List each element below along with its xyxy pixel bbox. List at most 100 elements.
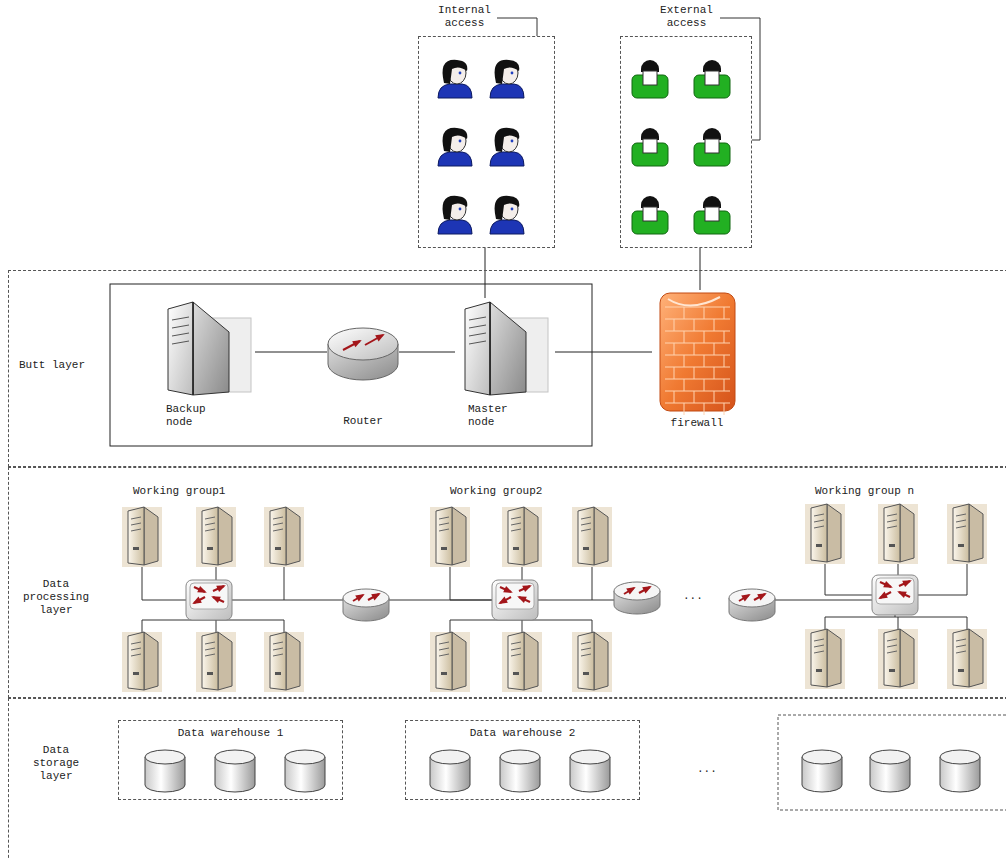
drive-bay	[956, 639, 966, 641]
router-icon	[729, 589, 775, 621]
drive-bay	[131, 654, 141, 656]
drive-bay	[172, 333, 189, 336]
tower-side	[490, 302, 526, 395]
user-head	[703, 60, 721, 72]
brick-line	[665, 379, 730, 380]
external-user-icon	[694, 128, 730, 166]
wire	[898, 617, 899, 629]
drive-bay	[439, 529, 449, 531]
layer-band: Data processing layerWorking group1Worki…	[8, 467, 1006, 698]
node-label: Data processing layer	[21, 578, 91, 617]
drive-bay	[511, 517, 521, 519]
server-icon	[805, 504, 845, 564]
user-body	[438, 152, 472, 166]
power-light	[583, 547, 589, 550]
wire	[522, 620, 523, 632]
server-front	[508, 632, 524, 690]
drive-bay	[205, 642, 215, 644]
switch-icon	[872, 575, 918, 615]
brick-joint	[704, 379, 705, 391]
server-front	[270, 632, 286, 690]
user-eye	[511, 140, 514, 143]
arrow-head	[517, 596, 527, 603]
server-tile	[947, 629, 987, 689]
server-front	[128, 507, 144, 565]
brick-joint	[674, 391, 675, 403]
node-label: Master node	[468, 403, 528, 429]
router-icon	[614, 582, 660, 614]
wire	[825, 617, 967, 629]
server-front	[128, 632, 144, 690]
drive-bay	[956, 645, 966, 647]
power-light	[889, 669, 895, 672]
server-front	[202, 507, 218, 565]
wire	[216, 565, 217, 580]
user-body	[490, 152, 524, 166]
node-label: Data storage layer	[21, 744, 91, 783]
disk-top	[940, 750, 980, 764]
drive-bay	[956, 526, 966, 528]
user-eye	[511, 208, 514, 211]
server-front	[436, 632, 452, 690]
server-tile	[878, 629, 918, 689]
user-face	[643, 139, 657, 153]
server-side	[218, 507, 232, 565]
connector	[399, 352, 455, 353]
internal-user-icon	[490, 128, 524, 166]
router-node: Router	[327, 312, 399, 437]
server-icon	[947, 629, 987, 689]
user-head	[641, 60, 659, 72]
disk-top	[570, 750, 610, 764]
server-tile	[805, 504, 845, 564]
server-icon	[947, 504, 987, 564]
node-label: Working group2	[450, 485, 570, 498]
switch-body	[186, 580, 232, 620]
brick-joint	[714, 319, 715, 331]
node-label: Internal access	[427, 4, 502, 30]
server-tile	[502, 632, 542, 692]
switch-body	[492, 580, 538, 620]
server-icon	[572, 632, 612, 692]
arrow-head	[503, 586, 513, 593]
internal-user-icon	[438, 128, 472, 166]
server-tile	[572, 507, 612, 567]
power-light	[275, 672, 281, 675]
arrow-head	[878, 592, 888, 599]
server-tower-icon	[465, 302, 548, 395]
user-eye	[459, 140, 462, 143]
server-tile	[264, 632, 304, 692]
drive-bay	[511, 654, 521, 656]
access-group: External access	[620, 36, 752, 248]
drive-bay	[131, 648, 141, 650]
wire	[142, 620, 284, 632]
drive-bay	[814, 639, 824, 641]
server-front	[953, 629, 969, 687]
arrow-head	[642, 586, 652, 593]
power-light	[133, 547, 139, 550]
tower-edge	[489, 302, 491, 395]
server-side	[144, 507, 158, 565]
server-icon	[196, 507, 236, 567]
cluster-box	[110, 284, 592, 446]
drive-bay	[887, 639, 897, 641]
server-tile	[196, 632, 236, 692]
server-tile	[572, 632, 612, 692]
server-icon	[122, 507, 162, 567]
server-side	[524, 632, 538, 690]
server-tile	[264, 507, 304, 567]
brick-joint	[684, 379, 685, 391]
internal-user-icon	[490, 60, 524, 98]
server-side	[969, 629, 983, 687]
server-side	[594, 632, 608, 690]
arrow-head	[216, 585, 226, 592]
wire	[284, 600, 343, 601]
disk-top	[500, 750, 540, 764]
power-light	[207, 672, 213, 675]
server-side	[900, 504, 914, 562]
drive-bay	[581, 517, 591, 519]
power-light	[207, 547, 213, 550]
drive-bay	[511, 523, 521, 525]
drive-bay	[814, 651, 824, 653]
brick-joint	[704, 307, 705, 319]
ellipsis-label: ...	[683, 590, 703, 603]
